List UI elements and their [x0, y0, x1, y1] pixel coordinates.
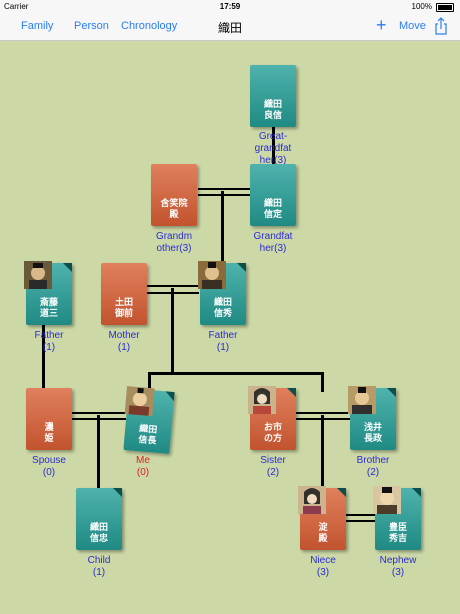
connector-line	[198, 188, 250, 190]
clock: 17:59	[219, 2, 241, 11]
corner-marker	[412, 488, 421, 497]
person-name: 豊臣 秀吉	[388, 522, 407, 543]
connector-line	[148, 372, 151, 392]
family-tree: 織田 良信 Great- grandfat her(3) 含笑院 殿 Grand…	[0, 41, 460, 614]
person-name: 織田 信長	[137, 423, 158, 446]
person-button[interactable]: Person	[74, 20, 109, 32]
relation-label: Spouse (0)	[32, 455, 66, 478]
person-name: 斎藤 道三	[39, 297, 58, 318]
person-card-grandmother[interactable]: 含笑院 殿	[151, 164, 197, 226]
relation-label: Father (1)	[34, 330, 64, 353]
share-icon[interactable]	[434, 17, 448, 35]
person-card-saito-dosan[interactable]: 斎藤 道三	[24, 261, 72, 325]
person-card-nephew[interactable]: 豊臣 秀吉	[373, 486, 421, 550]
portrait-icon	[124, 385, 155, 417]
relation-label: Grandfat her(3)	[253, 231, 293, 254]
relation-label: Mother (1)	[108, 330, 140, 353]
relation-label: Great- grandfat her(3)	[254, 131, 292, 166]
connector-line	[345, 520, 375, 522]
battery-percent: 100%	[411, 2, 432, 11]
connector-line	[97, 415, 100, 491]
person-name: 織田 信忠	[89, 522, 108, 543]
relation-label: Nephew (3)	[379, 555, 417, 578]
connector-line	[296, 412, 350, 414]
person-name: お市 の方	[263, 422, 282, 443]
person-card-me[interactable]: 織田 信長	[123, 385, 175, 454]
corner-marker	[387, 388, 396, 397]
relation-label: Brother (2)	[356, 455, 390, 478]
person-name: 淀 殿	[318, 522, 328, 543]
corner-marker	[164, 391, 175, 402]
relation-label: Sister (2)	[260, 455, 286, 478]
person-name: 濃 姫	[44, 422, 54, 443]
corner-marker	[63, 263, 72, 272]
connector-line	[345, 514, 375, 516]
add-button[interactable]: +	[376, 15, 387, 35]
person-name: 織田 信定	[263, 198, 282, 219]
navigation-bar: Family Person Chronology 織田 + Move	[0, 14, 460, 41]
connector-line	[42, 325, 45, 389]
portrait-icon	[24, 261, 52, 289]
person-name: 織田 良信	[263, 99, 282, 120]
corner-marker	[337, 488, 346, 497]
connector-line	[147, 285, 199, 287]
portrait-icon	[373, 486, 401, 514]
person-card-father[interactable]: 織田 信秀	[198, 261, 246, 325]
person-card-spouse[interactable]: 濃 姫	[26, 388, 72, 450]
relation-label: Niece (3)	[310, 555, 336, 578]
relation-label: Child (1)	[87, 555, 111, 578]
portrait-icon	[298, 486, 326, 514]
person-card-mother[interactable]: 土田 御前	[101, 263, 147, 325]
connector-line	[72, 412, 126, 414]
relation-label: Grandm other(3)	[155, 231, 193, 254]
person-card-child[interactable]: 織田 信忠	[76, 488, 122, 550]
connector-line	[321, 372, 324, 392]
person-name: 含笑院 殿	[160, 198, 188, 219]
battery-icon	[436, 3, 454, 12]
carrier-label: Carrier	[4, 2, 29, 11]
corner-marker	[287, 388, 296, 397]
chronology-button[interactable]: Chronology	[121, 20, 178, 32]
corner-marker	[237, 263, 246, 272]
corner-marker	[113, 488, 122, 497]
page-title: 織田	[217, 21, 242, 35]
connector-line	[198, 194, 250, 196]
person-name: 織田 信秀	[213, 297, 232, 318]
relation-label: Father (1)	[208, 330, 238, 353]
move-button[interactable]: Move	[399, 20, 426, 32]
portrait-icon	[348, 386, 376, 414]
portrait-icon	[198, 261, 226, 289]
connector-line	[221, 191, 224, 287]
connector-line	[272, 126, 275, 196]
person-card-grandfather[interactable]: 織田 信定	[250, 164, 296, 226]
family-button[interactable]: Family	[21, 20, 54, 32]
person-name: 土田 御前	[114, 297, 133, 318]
person-card-sister[interactable]: お市 の方	[248, 386, 296, 450]
person-card-great-grandfather[interactable]: 織田 良信	[250, 65, 296, 127]
person-card-brother[interactable]: 浅井 長政	[348, 386, 396, 450]
connector-line	[148, 372, 324, 375]
status-bar: Carrier 17:59 100%	[0, 0, 460, 14]
portrait-icon	[248, 386, 276, 414]
person-card-niece[interactable]: 淀 殿	[298, 486, 346, 550]
person-name: 浅井 長政	[363, 422, 382, 443]
relation-label-me: Me (0)	[136, 455, 150, 478]
connector-line	[321, 415, 324, 491]
connector-line	[171, 288, 174, 374]
